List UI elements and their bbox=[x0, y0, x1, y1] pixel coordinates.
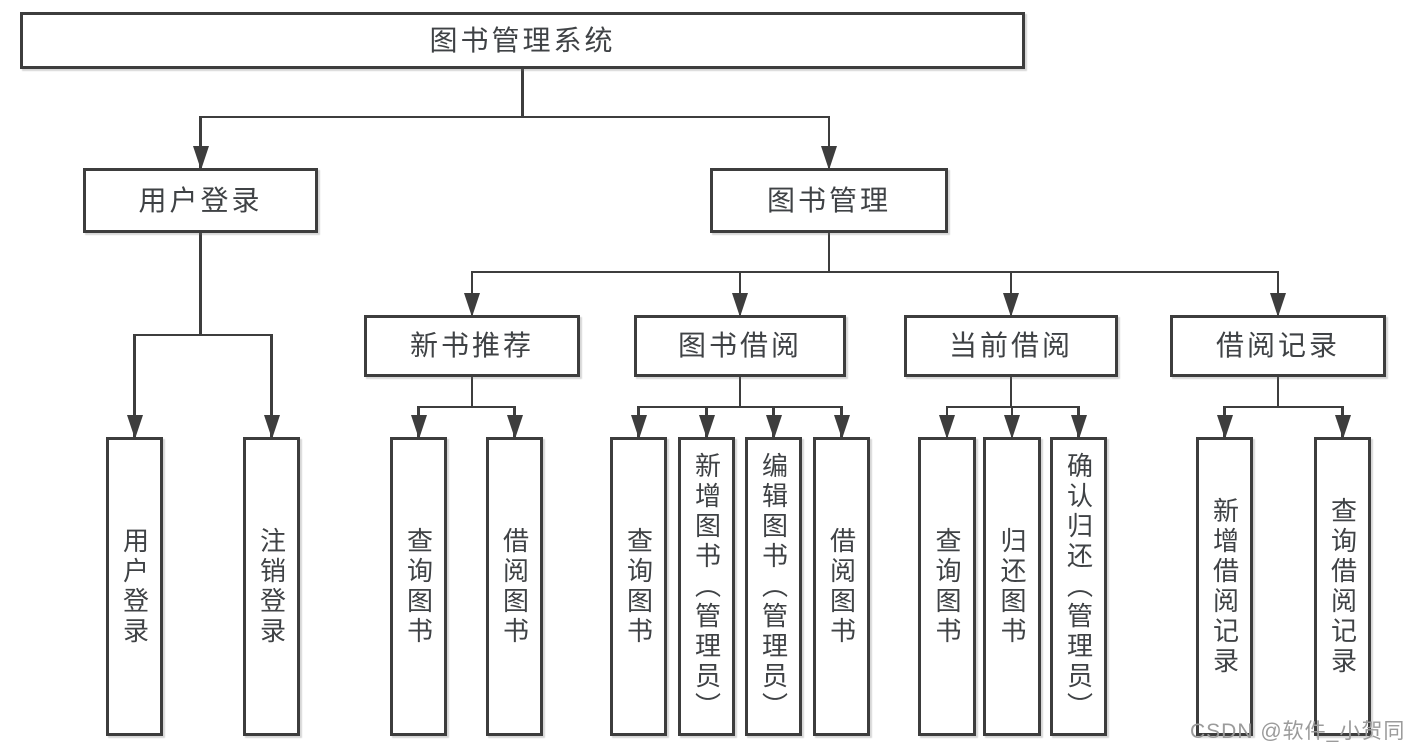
arrow-down-icon bbox=[126, 415, 143, 439]
node-v-add-book: 新增图书（管理员） bbox=[678, 437, 735, 736]
node-label-v-query-borrow-record: 查询借阅记录 bbox=[1327, 496, 1358, 677]
node-book-borrow: 图书借阅 bbox=[634, 315, 846, 377]
arrow-down-icon bbox=[1334, 415, 1351, 439]
arrow-down-icon bbox=[192, 146, 209, 170]
connector-line-horizontal bbox=[1223, 405, 1344, 409]
connector-line-vertical bbox=[199, 232, 202, 335]
node-label-v-query-book-rec: 查询图书 bbox=[403, 526, 434, 647]
node-label-user-login: 用户登录 bbox=[138, 184, 263, 216]
node-v-query-book-rec: 查询图书 bbox=[390, 437, 447, 736]
arrow-down-icon bbox=[506, 415, 523, 439]
node-label-v-add-borrow-record: 新增借阅记录 bbox=[1209, 496, 1240, 677]
connector-line-vertical bbox=[270, 335, 273, 437]
arrow-down-icon bbox=[833, 415, 850, 439]
node-new-book-rec: 新书推荐 bbox=[364, 315, 580, 377]
node-label-v-query-book-borrow: 查询图书 bbox=[623, 526, 654, 647]
node-user-login: 用户登录 bbox=[83, 168, 318, 233]
connector-line-vertical bbox=[521, 68, 524, 117]
arrow-down-icon bbox=[765, 415, 782, 439]
connector-line-vertical bbox=[199, 117, 202, 168]
node-label-new-book-rec: 新书推荐 bbox=[409, 330, 534, 361]
arrow-down-icon bbox=[410, 415, 427, 439]
node-label-v-confirm-return: 确认归还（管理员） bbox=[1063, 451, 1094, 722]
arrow-down-icon bbox=[464, 293, 480, 317]
arrow-down-icon bbox=[263, 415, 280, 439]
node-label-v-add-book: 新增图书（管理员） bbox=[691, 451, 722, 722]
node-label-v-borrow-book-2: 借阅图书 bbox=[826, 526, 857, 647]
arrow-down-icon bbox=[1003, 293, 1019, 317]
node-label-book-mgmt: 图书管理 bbox=[766, 184, 891, 216]
node-v-edit-book: 编辑图书（管理员） bbox=[745, 437, 802, 736]
arrow-down-icon bbox=[821, 146, 837, 170]
node-current-borrow: 当前借阅 bbox=[904, 315, 1118, 377]
arrow-down-icon bbox=[630, 415, 647, 439]
arrow-down-icon bbox=[698, 415, 715, 439]
arrow-down-icon bbox=[1070, 415, 1087, 439]
connector-line-vertical bbox=[1276, 376, 1280, 407]
node-v-user-login: 用户登录 bbox=[106, 437, 163, 736]
csdn-watermark: CSDN @软件_小贺同学 bbox=[1190, 720, 1405, 743]
connector-line-vertical bbox=[827, 117, 831, 168]
connector-line-vertical bbox=[470, 376, 474, 407]
node-borrow-records: 借阅记录 bbox=[1170, 315, 1386, 377]
node-label-borrow-records: 借阅记录 bbox=[1215, 330, 1340, 361]
connector-line-horizontal bbox=[199, 115, 831, 119]
arrow-down-icon bbox=[1004, 415, 1020, 439]
node-label-v-logout: 注销登录 bbox=[256, 526, 287, 647]
connector-line-horizontal bbox=[637, 405, 843, 409]
connector-line-vertical bbox=[133, 335, 136, 437]
connector-line-vertical bbox=[827, 232, 831, 272]
node-v-query-book-current: 查询图书 bbox=[918, 437, 976, 736]
node-root: 图书管理系统 bbox=[20, 12, 1025, 69]
node-v-query-borrow-record: 查询借阅记录 bbox=[1314, 437, 1371, 736]
node-v-add-borrow-record: 新增借阅记录 bbox=[1196, 437, 1253, 736]
arrow-down-icon bbox=[732, 293, 748, 317]
node-v-return-book: 归还图书 bbox=[983, 437, 1041, 736]
node-label-v-query-book-current: 查询图书 bbox=[932, 526, 962, 647]
connector-line-horizontal bbox=[470, 270, 1280, 274]
node-label-v-edit-book: 编辑图书（管理员） bbox=[758, 451, 789, 722]
arrow-down-icon bbox=[939, 415, 955, 439]
node-label-v-return-book: 归还图书 bbox=[997, 526, 1027, 647]
connector-line-horizontal bbox=[133, 333, 273, 337]
node-label-book-borrow: 图书借阅 bbox=[677, 330, 802, 361]
connector-line-vertical bbox=[738, 376, 742, 407]
node-label-root: 图书管理系统 bbox=[429, 24, 616, 56]
node-v-borrow-book-2: 借阅图书 bbox=[813, 437, 870, 736]
arrow-down-icon bbox=[1216, 415, 1233, 439]
connector-line-vertical bbox=[1009, 376, 1013, 407]
connector-line-horizontal bbox=[417, 405, 516, 409]
node-v-query-book-borrow: 查询图书 bbox=[610, 437, 667, 736]
node-book-mgmt: 图书管理 bbox=[710, 168, 948, 233]
node-label-current-borrow: 当前借阅 bbox=[948, 330, 1073, 361]
node-v-confirm-return: 确认归还（管理员） bbox=[1050, 437, 1107, 736]
node-label-v-user-login: 用户登录 bbox=[119, 526, 150, 647]
node-v-borrow-book-rec: 借阅图书 bbox=[486, 437, 543, 736]
node-label-v-borrow-book-rec: 借阅图书 bbox=[499, 526, 530, 647]
arrow-down-icon bbox=[1270, 293, 1286, 317]
node-v-logout: 注销登录 bbox=[243, 437, 300, 736]
